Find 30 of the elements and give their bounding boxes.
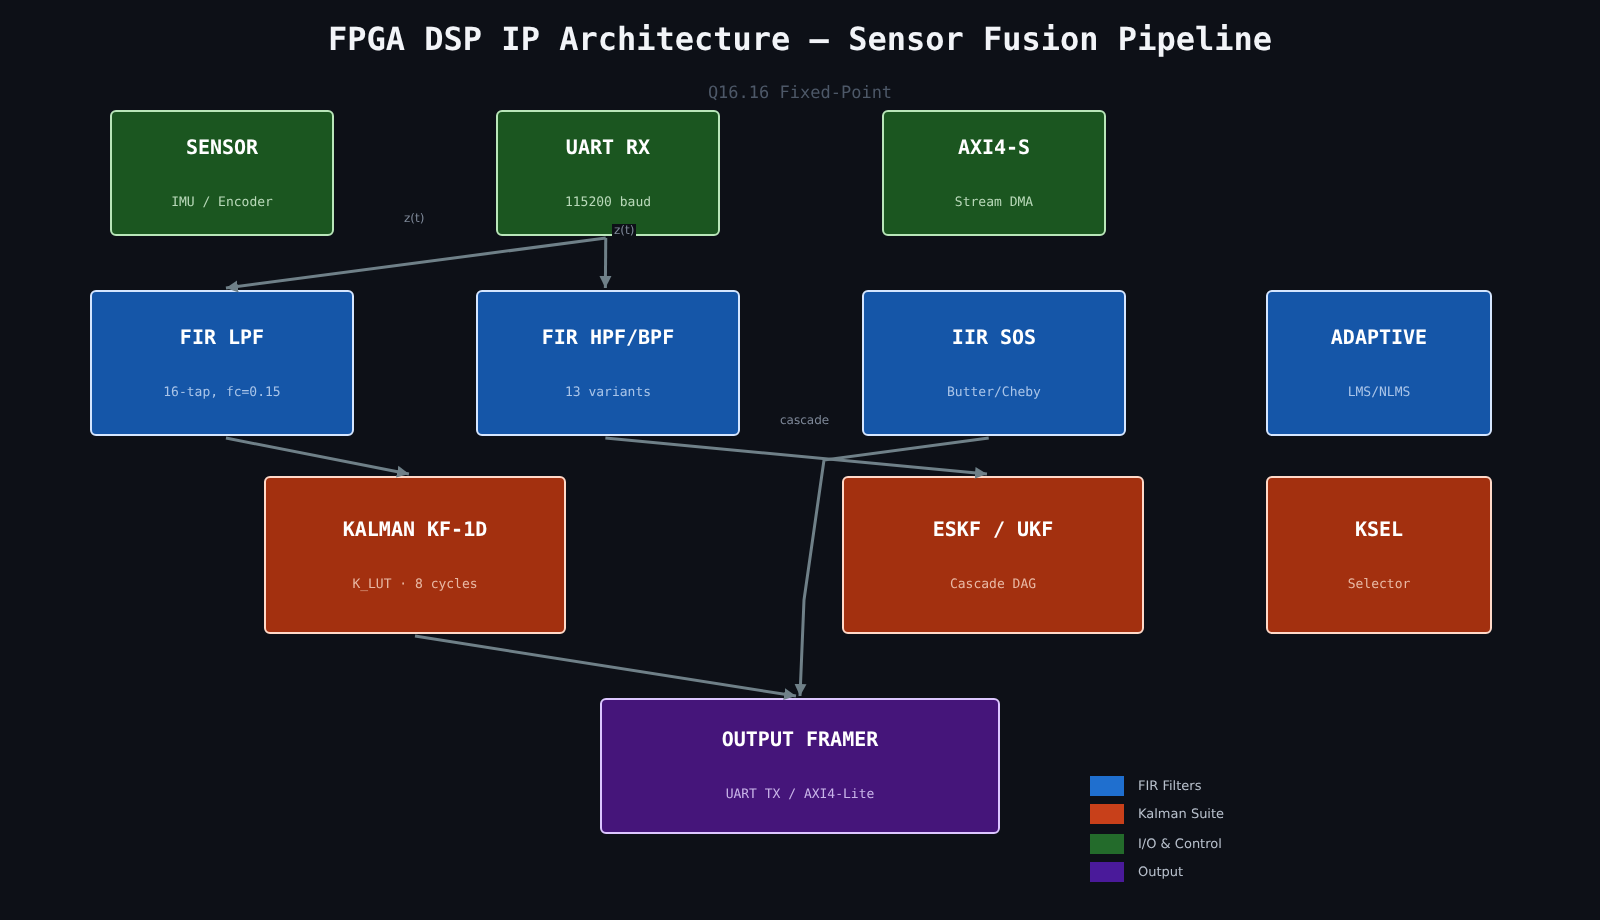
diagram-title: FPGA DSP IP Architecture — Sensor Fusion Pipeline (325, 20, 1274, 58)
kalman-block (1266, 476, 1492, 634)
block-title: SENSOR (185, 137, 259, 159)
filter-block (476, 290, 740, 436)
io-block (496, 110, 720, 236)
io-block (882, 110, 1106, 236)
filter-block (90, 290, 354, 436)
block-title: AXI4-S (957, 137, 1031, 159)
arrow (599, 238, 612, 288)
block-title: FIR HPF/BPF (541, 327, 675, 349)
subtitle: Q16.16 Fixed-Point (705, 84, 895, 104)
block-title: KALMAN KF-1D (342, 519, 488, 541)
block-title: ESKF / UKF (932, 519, 1054, 541)
arrow (794, 436, 989, 697)
block-title: OUTPUT FRAMER (721, 730, 879, 752)
block-title: IIR SOS (951, 327, 1037, 349)
kalman-block (264, 476, 566, 634)
block-title: ADAPTIVE (1330, 327, 1428, 349)
filter-block (1266, 290, 1492, 436)
kalman-block (842, 476, 1144, 634)
arrow (605, 436, 988, 479)
arrow (414, 634, 797, 701)
io-block (110, 110, 334, 236)
arrow (225, 436, 410, 478)
block-title: KSEL (1354, 519, 1404, 541)
filter-block (862, 290, 1126, 436)
arrow (225, 236, 606, 293)
block-title: FIR LPF (179, 327, 265, 349)
block-title: UART RX (565, 137, 651, 159)
output-block (600, 698, 1000, 834)
